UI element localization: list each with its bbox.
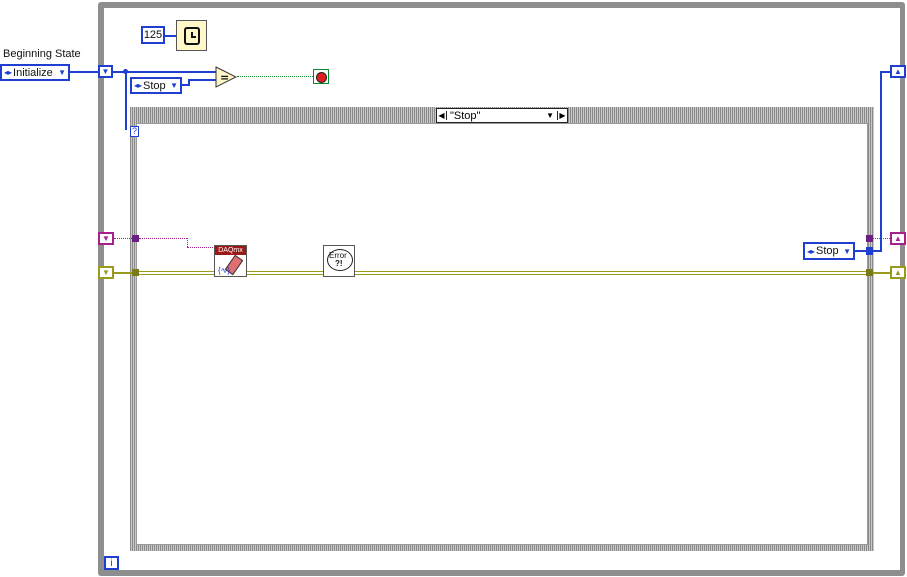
task-wire-1: [114, 238, 134, 239]
case-selector-value: "Stop": [450, 109, 481, 122]
stop-wire-v: [188, 79, 190, 86]
daqmx-header: DAQmx: [215, 246, 246, 255]
bool-wire: [237, 76, 313, 77]
next-state-value: Stop: [816, 245, 839, 257]
case-structure-interior: [136, 123, 868, 545]
wait-function[interactable]: [176, 20, 207, 51]
next-state-wire: [855, 250, 867, 252]
dropdown-arrow-icon[interactable]: ▼: [58, 68, 66, 77]
task-wire-4: [187, 247, 215, 248]
state-tunnel-right: [866, 247, 873, 255]
beginning-state-enum[interactable]: ◂▸ Initialize ▼: [0, 64, 70, 81]
task-wire-2: [139, 238, 187, 239]
enum-wire: [70, 71, 98, 73]
case-dropdown-icon[interactable]: ▼: [546, 111, 554, 120]
daqmx-clear-task[interactable]: DAQmx {∿}: [214, 245, 247, 277]
waveform-icon: {∿}: [218, 266, 231, 275]
error-tunnel-left: [132, 269, 139, 276]
task-tunnel-right: [866, 235, 873, 242]
clock-icon: [184, 27, 200, 45]
stop-sign-icon: [317, 73, 326, 82]
increment-arrows-icon[interactable]: ◂▸: [4, 68, 13, 77]
stop-terminal[interactable]: [313, 69, 329, 84]
left-shift-register-error[interactable]: ▼: [98, 266, 114, 279]
case-selector[interactable]: ◀ "Stop" ▼ ▶: [436, 108, 568, 123]
right-shift-register-task[interactable]: ▲: [890, 232, 906, 245]
error-tunnel-right: [866, 269, 873, 276]
task-tunnel-left: [132, 235, 139, 242]
beginning-state-label: Beginning State: [3, 48, 81, 60]
beginning-state-value: Initialize: [13, 66, 53, 79]
equal-comparator[interactable]: =: [215, 66, 237, 88]
stop-constant-value: Stop: [143, 79, 166, 92]
next-state-enum-constant[interactable]: ◂▸ Stop ▼: [803, 242, 855, 260]
case-selector-terminal[interactable]: ?: [130, 126, 139, 137]
error-line-1: Error: [329, 251, 347, 260]
speech-bubble-icon: [327, 249, 353, 271]
right-shift-register-error[interactable]: ▲: [890, 266, 906, 279]
state-wire-right-top: [880, 71, 890, 73]
error-wire-right: [873, 272, 890, 274]
error-wire-left: [114, 272, 132, 274]
state-wire-down: [125, 72, 127, 130]
equal-symbol: =: [220, 71, 229, 84]
error-line-2: ?!: [335, 259, 343, 268]
iteration-terminal: i: [104, 556, 119, 570]
increment-arrows-icon[interactable]: ◂▸: [134, 81, 143, 90]
left-shift-register-state[interactable]: ▼: [98, 65, 113, 78]
dropdown-arrow-icon[interactable]: ▼: [843, 246, 851, 256]
state-wire-h: [113, 71, 217, 73]
left-shift-register-task[interactable]: ▼: [98, 232, 114, 245]
stop-wire: [182, 84, 190, 86]
state-wire-right-v: [880, 71, 882, 252]
state-junction: [123, 69, 128, 74]
state-wire-right-h: [873, 250, 881, 252]
stop-wire-2: [188, 79, 216, 81]
case-prev-arrow-icon[interactable]: ◀: [437, 111, 447, 120]
simple-error-handler[interactable]: Error ?!: [323, 245, 355, 277]
task-wire-3: [187, 238, 188, 247]
stop-enum-constant[interactable]: ◂▸ Stop ▼: [130, 77, 182, 94]
wait-ms-constant[interactable]: 125: [141, 26, 165, 44]
case-next-arrow-icon[interactable]: ▶: [557, 111, 567, 120]
dropdown-arrow-icon[interactable]: ▼: [170, 81, 178, 90]
wait-wire: [165, 35, 177, 37]
error-wire-main: [139, 271, 867, 275]
increment-arrows-icon[interactable]: ◂▸: [807, 246, 816, 256]
right-shift-register-state[interactable]: ▲: [890, 65, 906, 78]
